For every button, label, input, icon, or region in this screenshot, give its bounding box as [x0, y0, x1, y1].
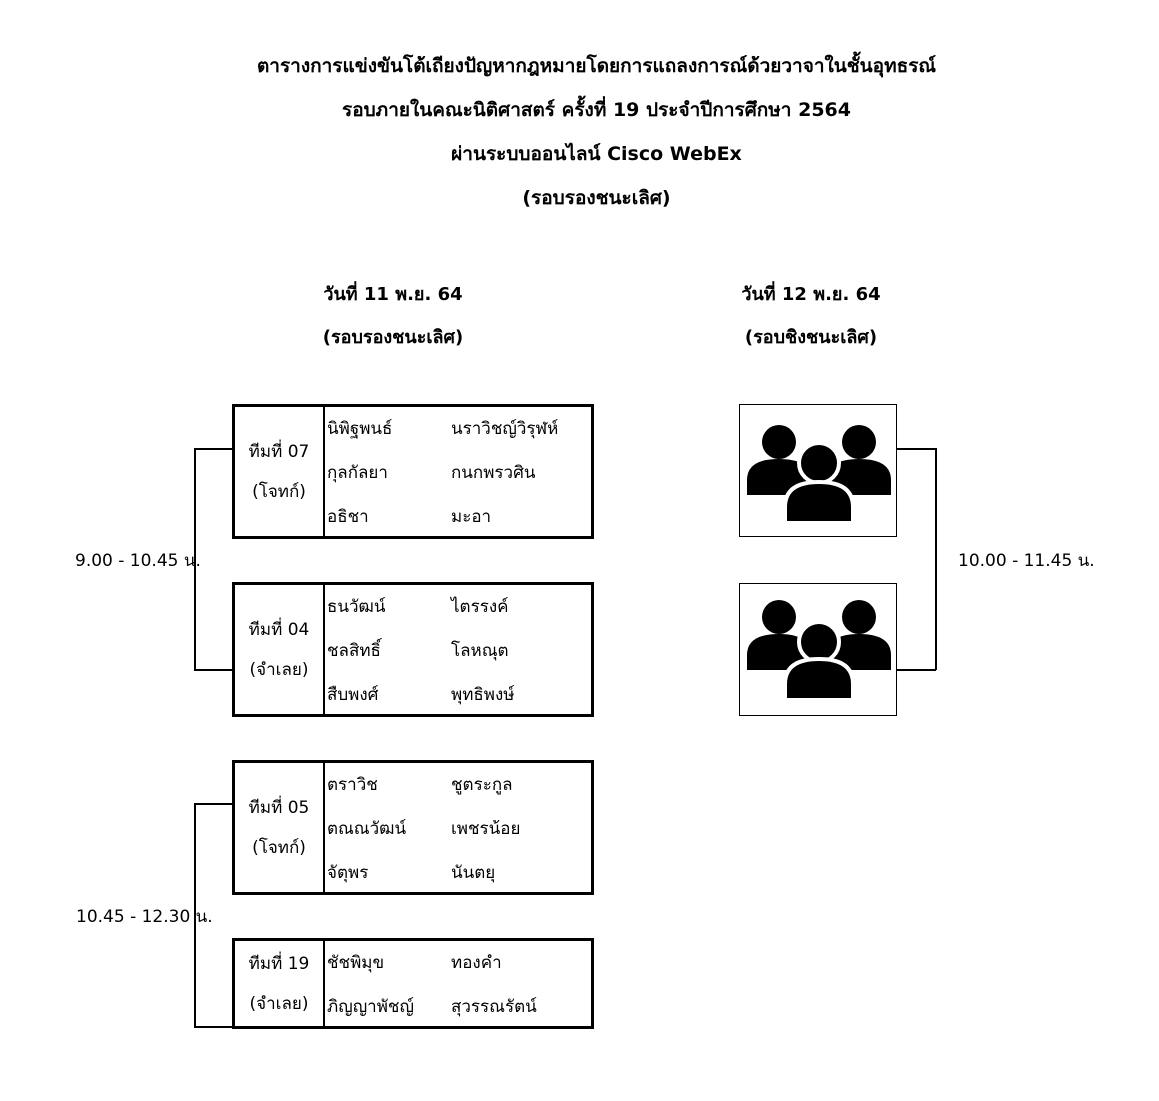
day1-date: วันที่ 11 พ.ย. 64 — [323, 284, 463, 305]
team-label: ทีมที่ 04 (จำเลย) — [235, 585, 325, 714]
member-first-name: อธิชา — [327, 507, 369, 527]
member-row: กุลกัลยา กนกพรวศิน — [327, 451, 591, 495]
member-first-name: กุลกัลยา — [327, 463, 388, 483]
team-label: ทีมที่ 19 (จำเลย) — [235, 941, 325, 1026]
team-number: ทีมที่ 04 — [248, 619, 310, 640]
team-number: ทีมที่ 05 — [248, 797, 310, 818]
member-row: สืบพงศ์ พุทธิพงษ์ — [327, 673, 591, 717]
day2-header: วันที่ 12 พ.ย. 64 (รอบชิงชนะเลิศ) — [711, 280, 911, 366]
member-last-name: กนกพรวศิน — [451, 463, 536, 483]
member-last-name: มะอา — [451, 507, 492, 527]
team-role: (จำเลย) — [249, 659, 309, 680]
bracket-line — [194, 448, 196, 671]
day1-round: (รอบรองชนะเลิศ) — [322, 327, 464, 348]
team-number: ทีมที่ 07 — [248, 441, 310, 462]
member-row: จัตุพร นันตยุ — [327, 851, 591, 895]
member-row: ภิญญาพัชญ์ สุวรรณรัตน์ — [327, 985, 591, 1029]
team-box: ทีมที่ 19 (จำเลย) ชัชพิมุข ทองคำ ภิญญาพั… — [232, 938, 594, 1029]
member-last-name: โลหณุต — [451, 641, 509, 661]
group-icon — [747, 600, 891, 702]
member-row: ชลสิทธิ์ โลหณุต — [327, 629, 591, 673]
member-first-name: ชลสิทธิ์ — [327, 641, 381, 661]
finalist-placeholder — [739, 583, 897, 716]
team-role: (โจทก์) — [252, 481, 306, 502]
final-time: 10.00 - 11.45 น. — [958, 551, 1095, 571]
title-line-2: รอบภายในคณะนิติศาสตร์ ครั้งที่ 19 ประจำป… — [342, 99, 851, 121]
member-last-name: ชูตระกูล — [451, 775, 513, 795]
team-label: ทีมที่ 05 (โจทก์) — [235, 763, 325, 892]
bracket-line — [897, 669, 936, 671]
member-last-name: นันตยุ — [451, 863, 496, 883]
bracket-line — [194, 803, 234, 805]
page-title-block: ตารางการแข่งขันโต้เถียงปัญหากฎหมายโดยการ… — [0, 48, 1159, 224]
bracket-line — [194, 803, 196, 1028]
member-row: ตณณวัฒน์ เพชรน้อย — [327, 807, 591, 851]
member-first-name: ตราวิช — [327, 775, 378, 795]
member-row: ตราวิช ชูตระกูล — [327, 763, 591, 807]
bracket-line — [935, 448, 937, 670]
member-first-name: ภิญญาพัชญ์ — [327, 997, 414, 1017]
member-row: ชัชพิมุข ทองคำ — [327, 941, 591, 985]
member-first-name: สืบพงศ์ — [327, 685, 379, 705]
bracket-line — [897, 448, 936, 450]
team-role: (จำเลย) — [249, 993, 309, 1014]
title-line-1: ตารางการแข่งขันโต้เถียงปัญหากฎหมายโดยการ… — [256, 55, 937, 77]
member-last-name: นราวิชญ์วิรุฬห์ — [451, 419, 559, 439]
day2-round: (รอบชิงชนะเลิศ) — [744, 327, 878, 348]
title-line-3: ผ่านระบบออนไลน์ Cisco WebEx — [451, 143, 742, 165]
member-row: อธิชา มะอา — [327, 495, 591, 539]
day1-header: วันที่ 11 พ.ย. 64 (รอบรองชนะเลิศ) — [293, 280, 493, 366]
member-first-name: นิพิฐพนธ์ — [327, 419, 393, 439]
member-first-name: ธนวัฒน์ — [327, 597, 386, 617]
member-first-name: ตณณวัฒน์ — [327, 819, 407, 839]
member-last-name: ทองคำ — [451, 953, 502, 973]
member-first-name: จัตุพร — [327, 863, 369, 883]
team-box: ทีมที่ 07 (โจทก์) นิพิฐพนธ์ นราวิชญ์วิรุ… — [232, 404, 594, 539]
bracket-line — [194, 1026, 234, 1028]
day2-date: วันที่ 12 พ.ย. 64 — [741, 284, 881, 305]
team-box: ทีมที่ 04 (จำเลย) ธนวัฒน์ ไตรรงค์ ชลสิทธ… — [232, 582, 594, 717]
member-row: นิพิฐพนธ์ นราวิชญ์วิรุฬห์ — [327, 407, 591, 451]
finalist-placeholder — [739, 404, 897, 537]
member-last-name: เพชรน้อย — [451, 819, 521, 839]
member-last-name: สุวรรณรัตน์ — [451, 997, 537, 1017]
group-icon — [747, 425, 891, 525]
team-role: (โจทก์) — [252, 837, 306, 858]
match-time: 10.45 - 12.30 น. — [76, 907, 213, 927]
member-first-name: ชัชพิมุข — [327, 953, 385, 973]
member-row: ธนวัฒน์ ไตรรงค์ — [327, 585, 591, 629]
team-box: ทีมที่ 05 (โจทก์) ตราวิช ชูตระกูล ตณณวัฒ… — [232, 760, 594, 895]
bracket-line — [194, 669, 234, 671]
match-time: 9.00 - 10.45 น. — [75, 551, 201, 571]
member-last-name: พุทธิพงษ์ — [451, 685, 515, 705]
member-last-name: ไตรรงค์ — [451, 597, 509, 617]
team-number: ทีมที่ 19 — [248, 953, 310, 974]
bracket-line — [194, 448, 234, 450]
team-label: ทีมที่ 07 (โจทก์) — [235, 407, 325, 536]
title-line-4: (รอบรองชนะเลิศ) — [522, 187, 671, 209]
